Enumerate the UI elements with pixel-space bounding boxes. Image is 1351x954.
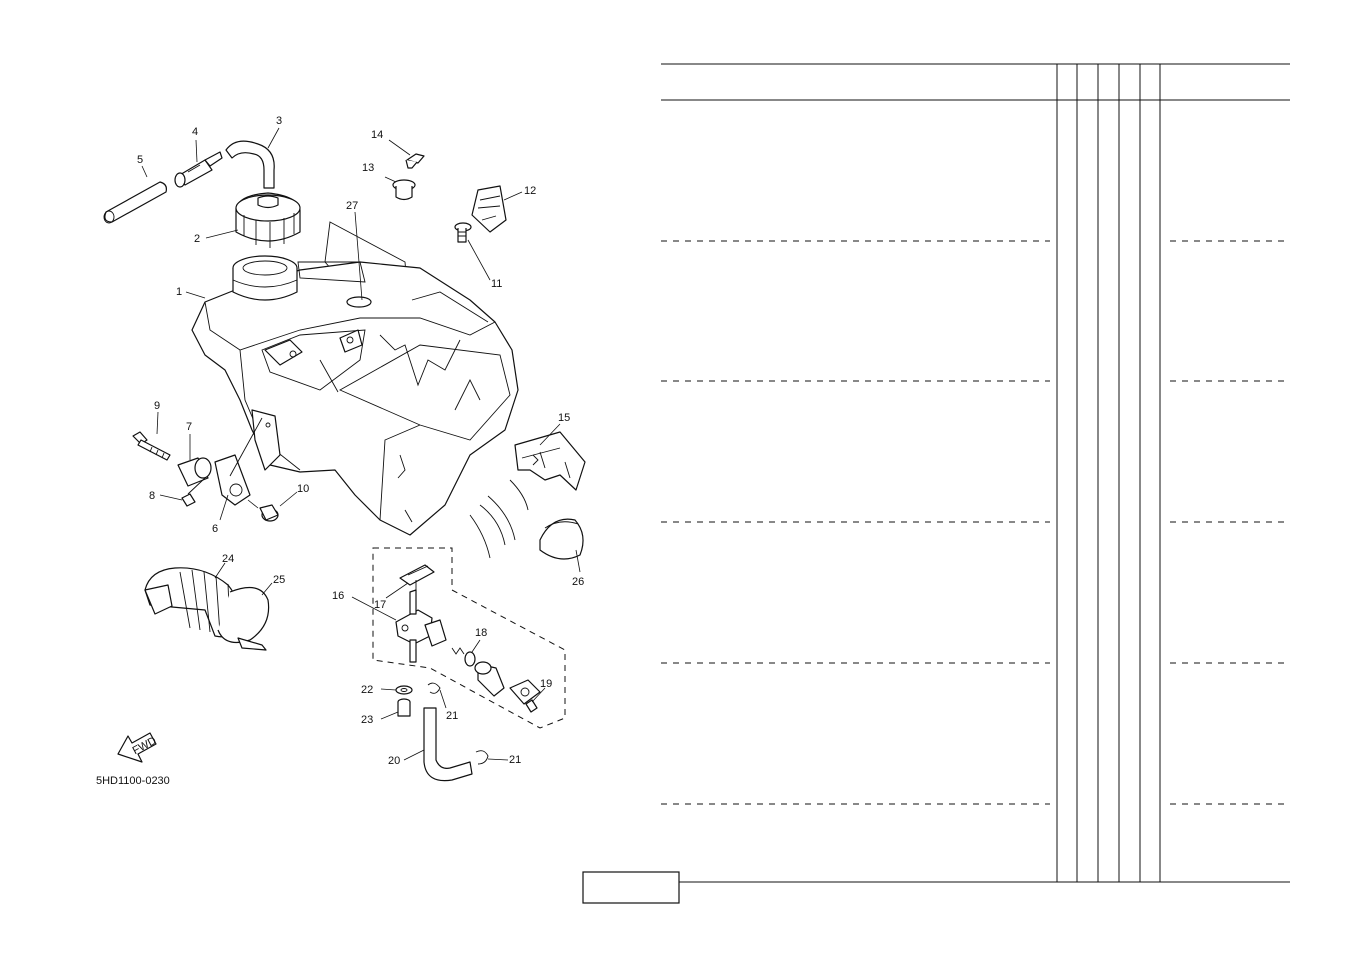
callout-16: 16 xyxy=(332,590,344,602)
vent-hose xyxy=(103,181,167,224)
table-row-separators xyxy=(661,240,1290,805)
air-duct-and-clamp xyxy=(144,567,270,651)
callout-10: 10 xyxy=(297,483,309,495)
fuel-cock-group-outline xyxy=(372,547,566,729)
callout-8: 8 xyxy=(149,490,155,502)
callout-22: 22 xyxy=(361,684,373,696)
tank-screw xyxy=(454,222,472,243)
callout-20: 20 xyxy=(388,755,400,767)
fuel-cap xyxy=(235,192,301,248)
callout-5: 5 xyxy=(137,154,143,166)
forward-direction-arrow: FWD xyxy=(117,732,159,763)
callout-numbers: 1 2 3 4 5 6 7 8 9 10 11 12 13 14 15 16 1… xyxy=(137,115,584,767)
callout-6: 6 xyxy=(212,523,218,535)
callout-19: 19 xyxy=(540,678,552,690)
callout-21a: 21 xyxy=(446,710,458,722)
callout-7: 7 xyxy=(186,421,192,433)
callout-17: 17 xyxy=(374,599,386,611)
callout-2: 2 xyxy=(194,233,200,245)
callout-23: 23 xyxy=(361,714,373,726)
callout-25: 25 xyxy=(273,574,285,586)
callout-21b: 21 xyxy=(509,754,521,766)
fuel-cock-assembly xyxy=(395,564,541,782)
page-label-box xyxy=(582,871,680,904)
check-valve xyxy=(174,151,223,188)
callout-4: 4 xyxy=(192,126,198,138)
mount-hardware xyxy=(132,417,279,522)
rear-bracket-and-damper xyxy=(469,431,586,560)
parts-table xyxy=(582,63,1290,904)
callout-13: 13 xyxy=(362,162,374,174)
breather-hose xyxy=(225,140,275,189)
callout-15: 15 xyxy=(558,412,570,424)
callout-3: 3 xyxy=(276,115,282,127)
callout-24: 24 xyxy=(222,553,234,565)
callout-9: 9 xyxy=(154,400,160,412)
drawing-code: 5HD1100-0230 xyxy=(96,775,170,787)
fwd-arrow-label: FWD xyxy=(131,735,159,757)
damper-bracket xyxy=(471,185,507,233)
callout-26: 26 xyxy=(572,576,584,588)
callout-12: 12 xyxy=(524,185,536,197)
callout-27: 27 xyxy=(346,200,358,212)
callout-14: 14 xyxy=(371,129,383,141)
callout-leader-lines xyxy=(141,127,581,761)
fuel-tank-body xyxy=(191,255,519,536)
callout-11: 11 xyxy=(491,278,502,290)
callout-1: 1 xyxy=(176,286,182,298)
fuel-tank-exploded-diagram: FWD xyxy=(96,115,586,787)
cap-bolt-and-screw xyxy=(392,153,425,201)
callout-18: 18 xyxy=(475,627,487,639)
